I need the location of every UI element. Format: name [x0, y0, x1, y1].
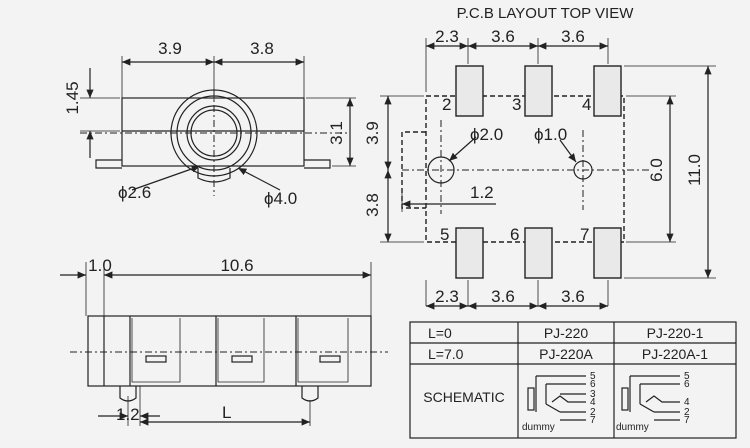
- schematic-2: 5 6 4 2 7 dummy: [616, 371, 690, 433]
- pcb-dim-right-outer: 11.0: [685, 154, 704, 186]
- dim-side-offset: 1.0: [88, 256, 112, 275]
- pcb-dim-offset: 1.2: [470, 183, 494, 202]
- pcb-pad-4: [593, 65, 622, 117]
- pcb-dim-top-2: 3.6: [491, 27, 515, 46]
- pcb-dim-left-lower: 3.8: [363, 193, 382, 217]
- pcb-pad-5: [455, 227, 484, 279]
- dim-top-left: 3.9: [158, 39, 182, 58]
- label-hole-large: ϕ4.0: [264, 189, 297, 208]
- label-hole-small: ϕ2.6: [118, 183, 151, 202]
- pcb-pad-5-label: 5: [440, 225, 449, 244]
- pcb-title: P.C.B LAYOUT TOP VIEW: [457, 5, 635, 22]
- dim-top-right: 3.8: [250, 39, 274, 58]
- table-r1-c1: L=0: [428, 325, 452, 341]
- model-table: L=0 PJ-220 PJ-220-1 L=7.0 PJ-220A PJ-220…: [409, 321, 737, 439]
- pcb-pad-3-label: 3: [512, 95, 521, 114]
- table-r1-c2: PJ-220: [544, 325, 589, 341]
- dim-pin: 1.2: [116, 405, 140, 424]
- table-schematic-label: SCHEMATIC: [423, 389, 504, 405]
- table-r1-c3: PJ-220-1: [647, 325, 704, 341]
- sch2-pin-5: 5: [684, 371, 690, 382]
- pcb-pad-3: [524, 65, 553, 117]
- table-r2-c1: L=7.0: [428, 346, 464, 362]
- pcb-label-hole-large: ϕ2.0: [470, 125, 503, 144]
- pcb-pad-2: [455, 65, 484, 117]
- sch1-pin-2: 2: [590, 407, 596, 418]
- pcb-label-hole-small: ϕ1.0: [534, 125, 567, 144]
- sch1-pin-5: 5: [590, 371, 596, 382]
- dim-L: L: [222, 403, 231, 422]
- pcb-dim-left-upper: 3.9: [363, 121, 382, 145]
- pcb-pad-7-label: 7: [580, 225, 589, 244]
- pcb-dim-bottom-2: 3.6: [491, 287, 515, 306]
- pcb-pad-4-label: 4: [582, 95, 591, 114]
- sch1-pin-3: 3: [590, 389, 596, 400]
- pcb-pad-2-label: 2: [442, 95, 451, 114]
- table-r2-c3: PJ-220A-1: [642, 346, 708, 362]
- schematic-1: 5 6 3 4 2 7 dummy: [522, 371, 596, 433]
- pcb-hole-small: [573, 160, 593, 180]
- sch2-pin-6: 6: [684, 379, 690, 390]
- sch1-pin-7: 7: [590, 415, 596, 426]
- sch2-pin-7: 7: [684, 415, 690, 426]
- sch1-pin-6: 6: [590, 379, 596, 390]
- table-r2-c2: PJ-220A: [539, 346, 593, 362]
- pcb-dim-bottom-3: 3.6: [561, 287, 585, 306]
- pcb-dim-top-3: 3.6: [561, 27, 585, 46]
- sch2-pin-2: 2: [684, 407, 690, 418]
- sch2-dummy-label: dummy: [616, 422, 649, 433]
- pcb-dim-bottom-1: 2.3: [435, 287, 459, 306]
- pcb-pad-6-label: 6: [510, 225, 519, 244]
- sch2-pin-4: 4: [684, 397, 690, 408]
- pcb-dim-top-1: 2.3: [435, 27, 459, 46]
- pcb-hole-large: [427, 156, 455, 184]
- pcb-pad-6: [524, 227, 553, 279]
- dim-center-height: 3.1: [327, 121, 346, 145]
- dim-side-length: 10.6: [220, 256, 253, 275]
- sch1-dummy-label: dummy: [522, 422, 555, 433]
- jack-side-view: 1.0 10.6 1.2 L: [60, 256, 388, 426]
- jack-top-view: 3.9 3.8 1.45 3.1 ϕ2.6 ϕ4.0: [63, 39, 356, 208]
- sch1-pin-4: 4: [590, 397, 596, 408]
- pcb-layout: P.C.B LAYOUT TOP VIEW 2.3 3.6 3.6 2 3 4 …: [363, 5, 716, 310]
- pcb-pad-7: [593, 227, 622, 279]
- dim-height: 1.45: [63, 81, 82, 114]
- pcb-dim-right-inner: 6.0: [647, 158, 666, 182]
